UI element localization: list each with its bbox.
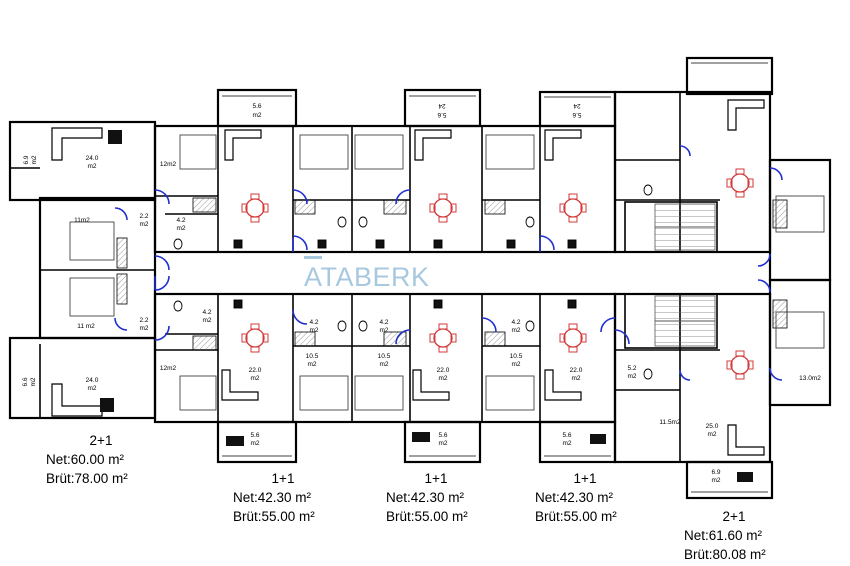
unit-caption-right: 2+1 Net:61.60 m² Brüt:80.08 m² — [684, 507, 784, 564]
interior-walls — [10, 92, 720, 462]
unit-net-area: Net:60.00 m² — [46, 452, 125, 467]
unit-net-area: Net:42.30 m² — [535, 490, 614, 505]
room-label: m2 — [31, 155, 38, 164]
unit-caption-left: 2+1 Net:60.00 m² Brüt:78.00 m² — [46, 431, 156, 488]
bathroom-fixtures — [173, 184, 653, 380]
room-label: m2 — [307, 361, 316, 368]
room-label: m2 — [87, 385, 96, 392]
unit-net-area: Net:42.30 m² — [233, 490, 312, 505]
room-label: m2 — [438, 440, 447, 447]
room-label: 13.0m2 — [799, 375, 821, 382]
room-label: 22.0 — [249, 367, 262, 374]
unit-type: 1+1 — [573, 471, 597, 486]
unit-type: 2+1 — [722, 509, 746, 524]
company-logo: ATABERK — [304, 256, 430, 293]
room-label: 5.6 — [252, 103, 261, 110]
room-label: m2 — [176, 225, 185, 232]
room-label: 5.6 — [438, 432, 447, 439]
room-label: 2.2 — [139, 317, 148, 324]
balcony-tables — [100, 130, 753, 482]
dining-tables — [241, 168, 754, 380]
room-label: m2 — [571, 375, 580, 382]
room-label: 5.6 — [437, 111, 446, 118]
room-label: 24 — [573, 102, 581, 109]
room-label: 12m2 — [160, 365, 177, 372]
room-label: m2 — [511, 361, 520, 368]
room-label: 10.5 — [510, 353, 523, 360]
sofas — [51, 99, 765, 456]
unit-gross-area: Brüt:55.00 m² — [535, 509, 617, 524]
room-label: 4.2 — [511, 319, 520, 326]
room-labels: 5.6 m2 24 5.6 24 5.6 24.0 m2 6.9 m2 12m2… — [22, 102, 821, 484]
room-label: 10.5 — [378, 353, 391, 360]
doors — [114, 145, 783, 381]
room-label: m2 — [202, 317, 211, 324]
room-label: m2 — [30, 377, 37, 386]
room-label: 6.9 — [711, 469, 720, 476]
room-label: 5.6 — [562, 432, 571, 439]
room-label: m2 — [87, 163, 96, 170]
room-label: m2 — [562, 440, 571, 447]
room-label: m2 — [707, 431, 716, 438]
room-label: m2 — [139, 221, 148, 228]
room-label: 24 — [438, 102, 446, 109]
unit-gross-area: Brüt:80.08 m² — [684, 547, 766, 562]
unit-caption-2: 1+1 Net:42.30 m² Brüt:55.00 m² — [386, 469, 486, 526]
room-label: 6.9 — [23, 155, 30, 164]
unit-net-area: Net:42.30 m² — [386, 490, 465, 505]
unit-net-area: Net:61.60 m² — [684, 528, 763, 543]
room-label: m2 — [252, 112, 261, 119]
room-label: m2 — [438, 375, 447, 382]
beds — [69, 134, 825, 411]
room-label: m2 — [379, 361, 388, 368]
room-label: 24.0 — [86, 377, 99, 384]
room-label: 25.0 — [706, 423, 719, 430]
unit-type: 2+1 — [89, 433, 113, 448]
logo-mark — [304, 256, 322, 259]
unit-type: 1+1 — [271, 471, 295, 486]
balcony-rails — [222, 62, 768, 493]
room-label: 2.2 — [139, 213, 148, 220]
room-label: 4.2 — [176, 217, 185, 224]
unit-type: 1+1 — [424, 471, 448, 486]
room-label: m2 — [250, 375, 259, 382]
room-label: 4.2 — [202, 309, 211, 316]
room-label: m2 — [139, 325, 148, 332]
room-label: m2 — [379, 327, 388, 334]
room-label: m2 — [627, 373, 636, 380]
unit-gross-area: Brüt:78.00 m² — [46, 471, 128, 486]
unit-caption-3: 1+1 Net:42.30 m² Brüt:55.00 m² — [535, 469, 635, 526]
unit-gross-area: Brüt:55.00 m² — [386, 509, 468, 524]
room-label: m2 — [309, 327, 318, 334]
room-label: 4.2 — [309, 319, 318, 326]
room-label: 11m2 — [74, 217, 90, 224]
room-label: 22.0 — [437, 367, 450, 374]
unit-gross-area: Brüt:55.00 m² — [233, 509, 315, 524]
room-label: 5.6 — [572, 111, 581, 118]
room-label: 12m2 — [160, 161, 177, 168]
logo-text: ATABERK — [304, 262, 430, 292]
room-label: 5.2 — [627, 365, 636, 372]
room-label: 6.6 — [22, 377, 29, 386]
room-label: 22.0 — [570, 367, 583, 374]
stairwell — [654, 203, 716, 347]
unit-caption-1: 1+1 Net:42.30 m² Brüt:55.00 m² — [233, 469, 333, 526]
room-label: 10.5 — [306, 353, 319, 360]
room-label: 4.2 — [379, 319, 388, 326]
room-label: 11 m2 — [77, 323, 95, 330]
room-label: m2 — [711, 477, 720, 484]
room-label: 5.6 — [250, 432, 259, 439]
room-label: m2 — [250, 440, 259, 447]
room-label: m2 — [511, 327, 520, 334]
room-label: 11.5m2 — [659, 419, 681, 426]
kitchen-counters — [116, 197, 788, 351]
room-label: 24.0 — [86, 155, 99, 162]
